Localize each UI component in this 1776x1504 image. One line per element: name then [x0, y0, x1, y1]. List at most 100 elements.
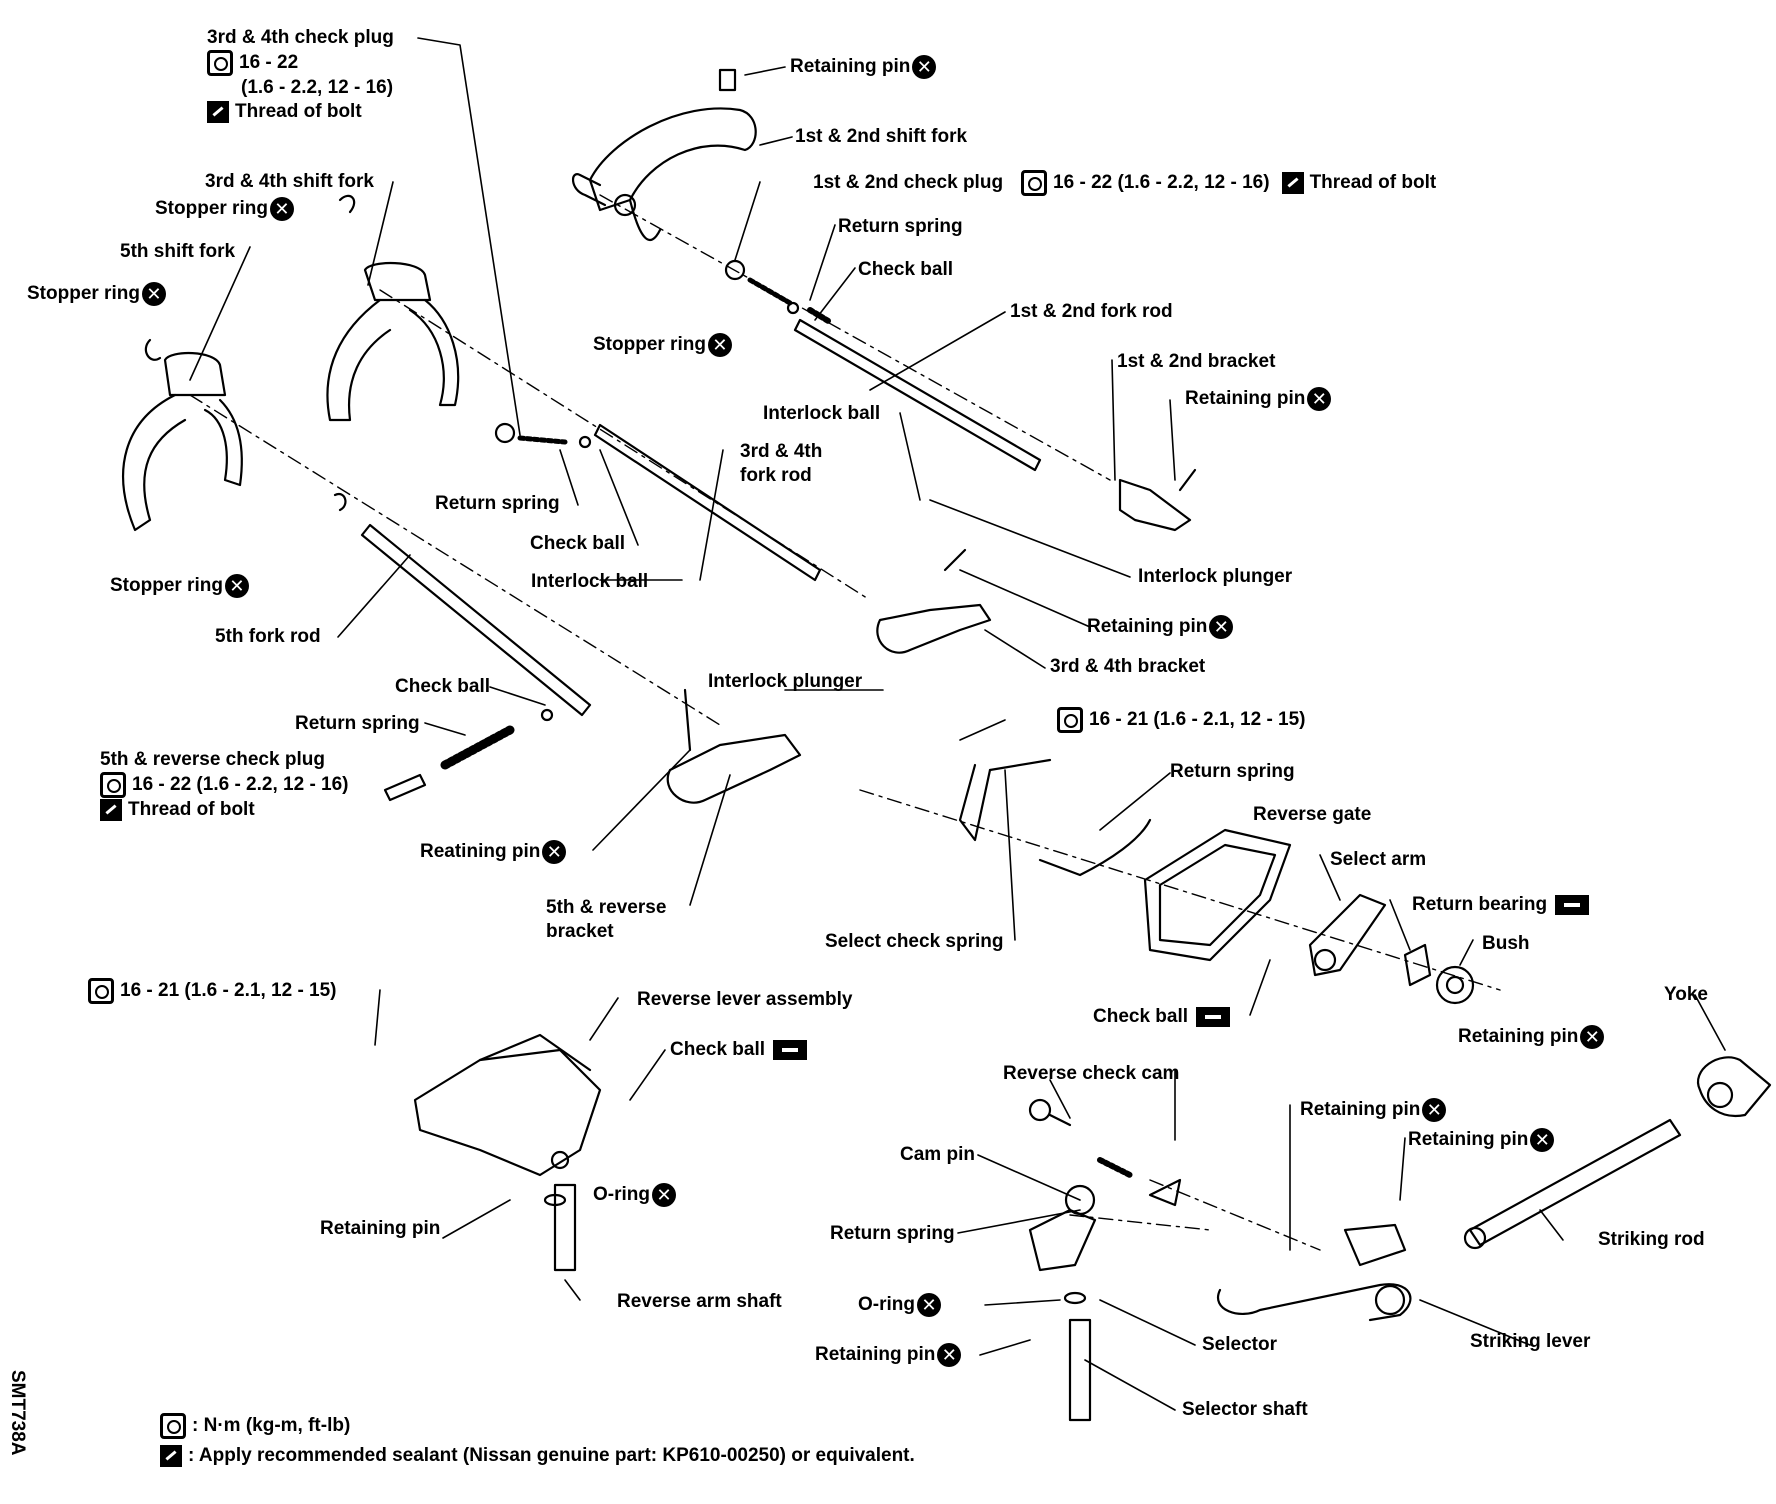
fork-rod-12-part: [724, 259, 1042, 472]
label-interlock-plunger: Interlock plunger: [708, 671, 863, 692]
label-return-spring: Return spring: [295, 713, 420, 734]
label-interlock-ball: Interlock ball: [531, 571, 649, 592]
label-reverse-check-cam: Reverse check cam: [1003, 1063, 1180, 1084]
fork-5-part: [122, 338, 243, 532]
label-check-ball: Check ball: [1093, 1005, 1231, 1029]
label-striking-lever: Striking lever: [1470, 1331, 1591, 1352]
check-plug-5r-part: [383, 708, 554, 802]
label-retaining-pin: Retaining pin: [320, 1218, 441, 1239]
grease-icon: [773, 1039, 808, 1060]
label-retaining-pin: Retaining pin✕: [1185, 387, 1332, 411]
label-bush: Bush: [1482, 933, 1530, 954]
label-check-plug-5r: 5th & reverse check plug 16 - 22 (1.6 - …: [100, 749, 349, 821]
label-yoke: Yoke: [1664, 984, 1709, 1005]
torque-icon: [207, 50, 233, 76]
label-return-spring: Return spring: [1170, 761, 1295, 782]
label-fork-rod-12: 1st & 2nd fork rod: [1010, 301, 1173, 322]
label-retaining-pin: Retaining pin✕: [815, 1343, 962, 1367]
label-retaining-pin: Retaining pin✕: [1300, 1098, 1447, 1122]
label-fork-12: 1st & 2nd shift fork: [795, 126, 968, 147]
cam-pin-part: [1028, 1098, 1182, 1207]
label-check-ball: Check ball: [530, 533, 626, 554]
label-o-ring: O-ring✕: [593, 1183, 676, 1207]
replace-icon: ✕: [1307, 387, 1332, 411]
label-fork-rod-34: 3rd & 4th fork rod: [740, 441, 823, 486]
replace-icon: ✕: [269, 197, 294, 221]
label-retaining-pin: Retaining pin✕: [1408, 1128, 1555, 1152]
label-torque-16-21: 16 - 21 (1.6 - 2.1, 12 - 15): [1057, 707, 1306, 733]
label-selector: Selector: [1202, 1334, 1277, 1355]
label-return-spring: Return spring: [435, 493, 560, 514]
sealant-icon: [207, 100, 229, 123]
label-retaining-pin: Retaining pin✕: [1458, 1025, 1605, 1049]
label-check-ball: Check ball: [395, 676, 491, 697]
torque-icon: [1057, 707, 1083, 733]
torque-icon: [88, 978, 114, 1004]
label-selector-shaft: Selector shaft: [1182, 1399, 1308, 1420]
bracket-34-part: [876, 548, 992, 654]
label-return-spring: Return spring: [838, 216, 963, 237]
label-stopper-ring: Stopper ring✕: [27, 282, 166, 306]
label-interlock-plunger: Interlock plunger: [1138, 566, 1293, 587]
select-arm-part: [1308, 893, 1387, 977]
label-fork-rod-5: 5th fork rod: [215, 626, 321, 647]
replace-icon: ✕: [707, 333, 732, 357]
torque-icon: [160, 1413, 186, 1439]
label-fork-34: 3rd & 4th shift fork: [205, 171, 374, 192]
replace-icon: ✕: [937, 1343, 962, 1367]
grease-icon: [1555, 894, 1590, 915]
label-striking-rod: Striking rod: [1598, 1229, 1705, 1250]
label-select-arm: Select arm: [1330, 849, 1427, 870]
label-return-spring: Return spring: [830, 1223, 955, 1244]
label-select-check-spring: Select check spring: [825, 931, 1004, 952]
leader-lines: [189, 37, 1726, 1411]
legend-sealant: : Apply recommended sealant (Nissan genu…: [160, 1445, 915, 1467]
label-retaining-pin: Retaining pin✕: [790, 55, 937, 79]
bush-part: [1403, 943, 1475, 1005]
fork-12-part: [572, 68, 757, 242]
label-reverse-lever-assembly: Reverse lever assembly: [637, 989, 853, 1010]
label-torque-16-21: 16 - 21 (1.6 - 2.1, 12 - 15): [88, 978, 337, 1004]
replace-icon: ✕: [224, 574, 249, 598]
label-reverse-arm-shaft: Reverse arm shaft: [617, 1291, 782, 1312]
replace-icon: ✕: [141, 282, 166, 306]
legend-torque: : N·m (kg-m, ft-lb): [160, 1413, 350, 1439]
striking-lever-part: [1216, 1223, 1412, 1322]
torque-icon: [1021, 170, 1048, 196]
label-bracket-5r: 5th & reverse bracket: [546, 897, 667, 942]
label-check-ball: Check ball: [670, 1038, 808, 1062]
label-retaining-pin: Reatining pin✕: [420, 840, 567, 864]
label-retaining-pin: Retaining pin✕: [1087, 615, 1234, 639]
label-3-4-check-plug: 3rd & 4th check plug 16 - 22 (1.6 - 2.2,…: [207, 27, 394, 123]
label-stopper-ring: Stopper ring✕: [155, 197, 294, 221]
grease-icon: [1196, 1006, 1231, 1027]
sealant-icon: [1281, 172, 1304, 194]
replace-icon: ✕: [1209, 615, 1234, 639]
striking-rod-part: [1463, 1118, 1682, 1250]
fork-34-part: [326, 194, 460, 422]
replace-icon: ✕: [652, 1183, 676, 1207]
sealant-icon: [160, 1445, 182, 1467]
replace-icon: ✕: [1530, 1128, 1555, 1152]
selector-part: [1028, 1184, 1097, 1422]
label-fork-5: 5th shift fork: [120, 241, 236, 262]
reverse-lever-part: [413, 1033, 602, 1272]
label-bracket-34: 3rd & 4th bracket: [1050, 656, 1206, 677]
select-check-spring-part: [958, 758, 1152, 877]
figure-code: SMT738A: [7, 1370, 28, 1456]
replace-icon: ✕: [1422, 1098, 1447, 1122]
replace-icon: ✕: [1580, 1025, 1605, 1049]
replace-icon: ✕: [542, 840, 567, 864]
bracket-5r-part: [666, 688, 802, 804]
replace-icon: ✕: [917, 1293, 941, 1317]
replace-icon: ✕: [912, 55, 937, 79]
label-return-bearing: Return bearing: [1412, 893, 1590, 917]
reverse-gate-part: [1143, 828, 1292, 962]
label-reverse-gate: Reverse gate: [1253, 804, 1372, 825]
label-o-ring: O-ring✕: [858, 1293, 941, 1317]
yoke-part: [1696, 1056, 1772, 1118]
label-cam-pin: Cam pin: [900, 1144, 975, 1165]
label-bracket-12: 1st & 2nd bracket: [1117, 351, 1276, 372]
